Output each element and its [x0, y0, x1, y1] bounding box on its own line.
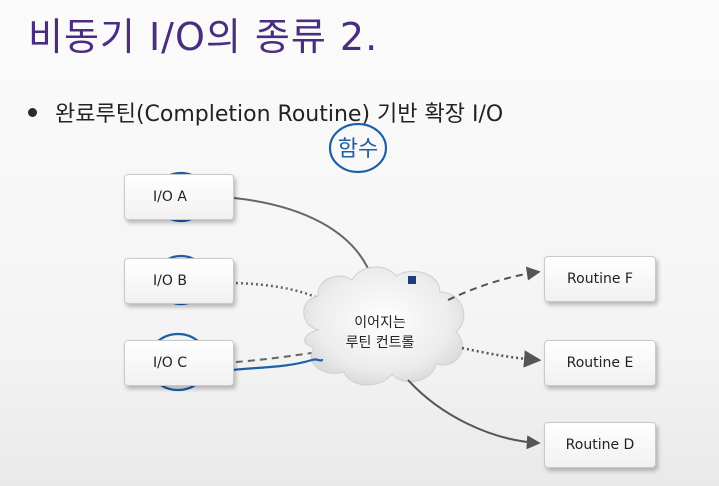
cloud-label-line-2: 루틴 컨트롤 — [345, 335, 415, 351]
connector-routine-e — [461, 346, 542, 368]
routine-box-label: Routine F — [567, 271, 633, 287]
connector-io-c — [235, 351, 319, 363]
cloud-marker-square — [408, 276, 416, 284]
connector-io-a — [233, 197, 373, 279]
ink-underline-io-c — [230, 358, 324, 372]
io-box-label: I/O A — [153, 189, 187, 205]
bullet-text: 완료루틴(Completion Routine) 기반 확장 I/O — [55, 102, 504, 127]
handwritten-note-text: 함수 — [338, 137, 378, 162]
io-box-b: I/O B — [124, 258, 234, 304]
connector-routine-f — [447, 266, 541, 301]
bullet-dot-icon — [28, 107, 37, 117]
cloud-label: 이어지는 루틴 컨트롤 — [330, 313, 430, 353]
slide-title: 비동기 I/O의 종류 2. — [28, 15, 379, 59]
io-box-c: I/O C — [124, 340, 234, 386]
routine-box-f: Routine F — [544, 256, 656, 302]
cloud-shape — [303, 266, 465, 386]
routine-box-label: Routine E — [566, 355, 634, 371]
routine-box-e: Routine E — [544, 340, 656, 386]
cloud-label-line-1: 이어지는 — [354, 315, 406, 331]
ink-circle-note — [328, 122, 388, 174]
connector-routine-d — [407, 379, 541, 450]
connector-io-b — [235, 281, 319, 300]
bullet-item: 완료루틴(Completion Routine) 기반 확장 I/O — [28, 96, 503, 128]
io-box-label: I/O B — [153, 273, 187, 289]
io-box-a: I/O A — [124, 174, 234, 220]
routine-box-label: Routine D — [565, 437, 635, 453]
routine-box-d: Routine D — [544, 422, 656, 468]
io-box-label: I/O C — [152, 355, 188, 371]
